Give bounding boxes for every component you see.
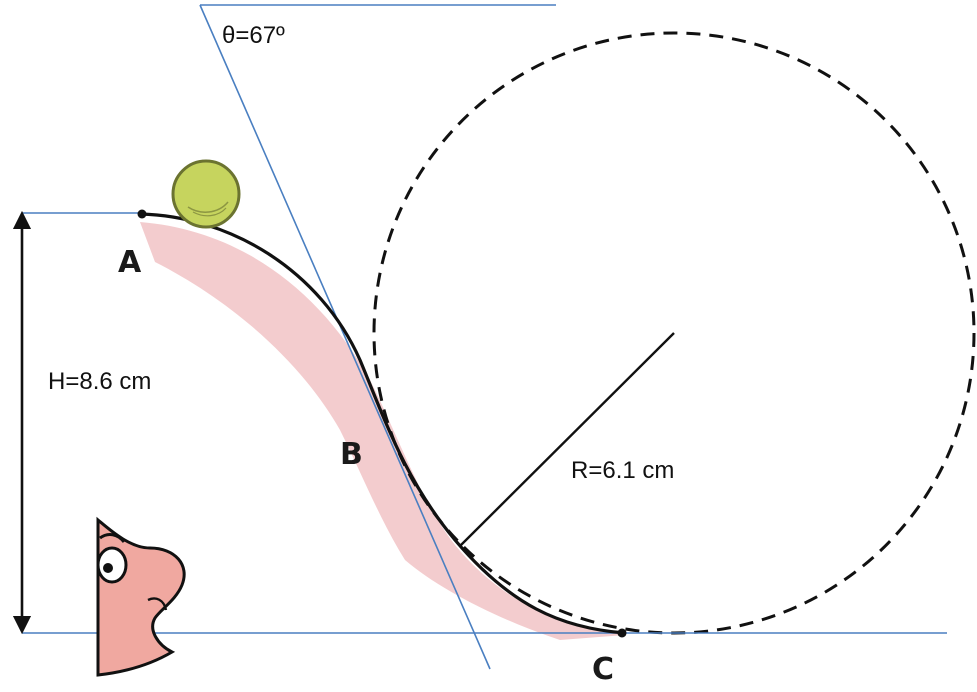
radius-label: R=6.1 cm <box>571 457 674 484</box>
height-label: H=8.6 cm <box>48 368 151 395</box>
track-shadow <box>140 222 625 640</box>
point-b-label: B <box>340 437 363 472</box>
track-curve <box>139 212 626 635</box>
ball-icon <box>171 159 241 229</box>
cartoon-face-icon <box>96 516 186 677</box>
point-c-label: C <box>592 652 614 687</box>
radius-line <box>459 332 675 547</box>
point-a-dot <box>137 209 147 219</box>
angle-label: θ=67º <box>222 22 285 49</box>
point-c-dot <box>617 628 627 638</box>
point-a-label: A <box>118 245 142 280</box>
tangent-line <box>199 4 491 670</box>
